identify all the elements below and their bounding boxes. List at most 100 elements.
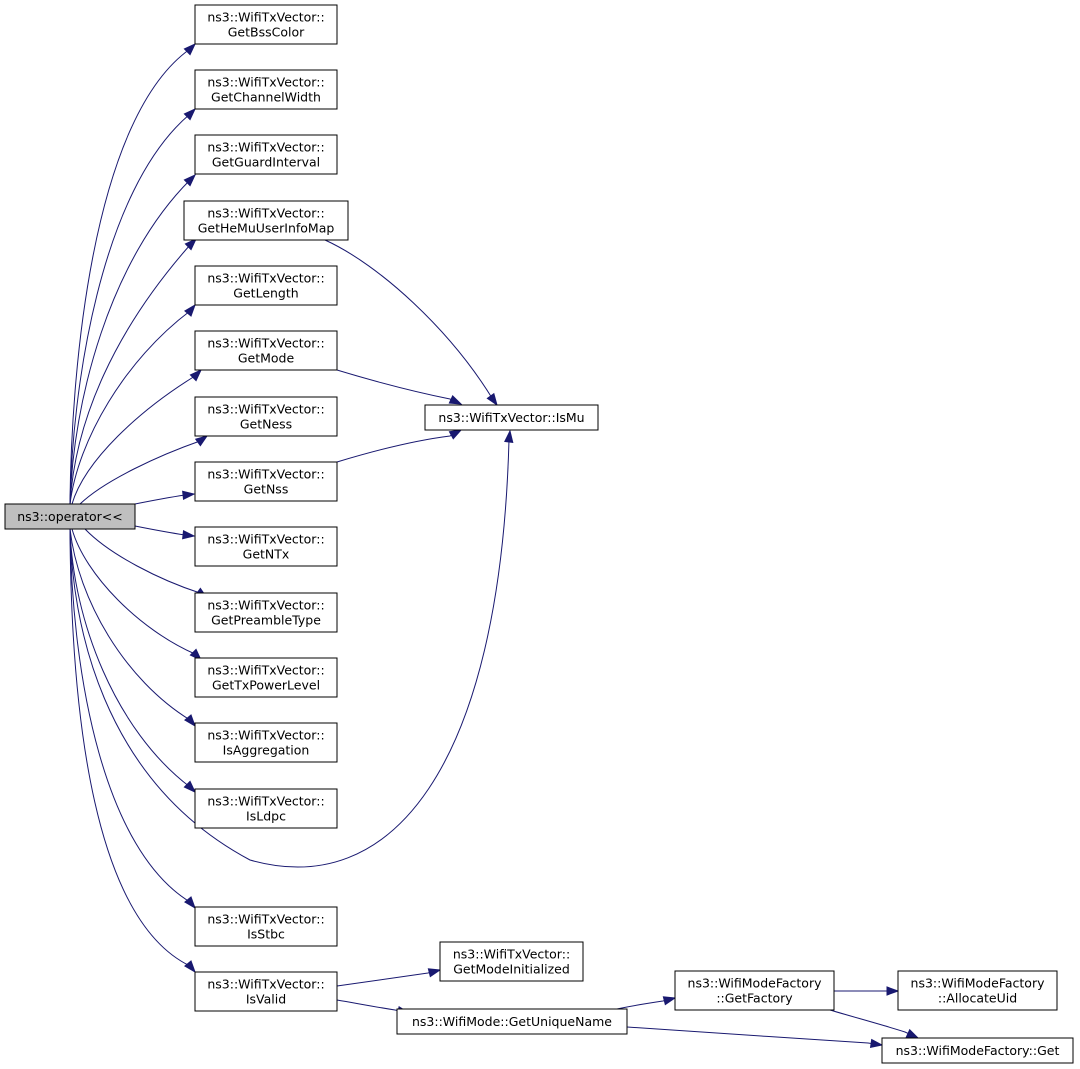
node-getNess[interactable]: ns3::WifiTxVector::GetNess xyxy=(194,396,338,437)
node-getGuardInterval[interactable]: ns3::WifiTxVector::GetGuardInterval xyxy=(194,134,338,175)
node-getHeMuUserInfoMap[interactable]: ns3::WifiTxVector::GetHeMuUserInfoMap xyxy=(183,200,349,241)
node-box[interactable] xyxy=(194,134,338,175)
node-label: ns3::WifiTxVector:: xyxy=(207,140,324,155)
arrowhead xyxy=(905,1028,920,1039)
node-label: ns3::WifiTxVector:: xyxy=(207,532,324,547)
node-box[interactable] xyxy=(194,788,338,829)
node-label: IsValid xyxy=(246,992,286,1007)
edge-operator-to-getHeMuUserInfoMap xyxy=(69,237,198,505)
arrowhead xyxy=(183,780,197,794)
node-getBssColor[interactable]: ns3::WifiTxVector::GetBssColor xyxy=(194,4,338,45)
node-allocateUid[interactable]: ns3::WifiModeFactory::AllocateUid xyxy=(897,970,1058,1011)
node-label: ns3::WifiTxVector:: xyxy=(207,977,324,992)
edge-operator-to-isValid xyxy=(69,528,196,974)
node-getModeInitialized[interactable]: ns3::WifiTxVector::GetModeInitialized xyxy=(439,941,584,982)
node-box[interactable] xyxy=(424,404,599,431)
node-box[interactable] xyxy=(396,1008,628,1035)
node-label: GetModeInitialized xyxy=(453,962,570,977)
node-label: IsAggregation xyxy=(223,743,310,758)
node-getUniqueName[interactable]: ns3::WifiMode::GetUniqueName xyxy=(396,1008,628,1035)
edge-operator-to-isLdpc xyxy=(69,528,197,794)
node-box[interactable] xyxy=(194,526,338,567)
node-isLdpc[interactable]: ns3::WifiTxVector::IsLdpc xyxy=(194,788,338,829)
node-label: ns3::WifiTxVector:: xyxy=(207,794,324,809)
node-getPreambleType[interactable]: ns3::WifiTxVector::GetPreambleType xyxy=(194,592,338,633)
node-label: GetNTx xyxy=(243,547,290,562)
edge-getUniqueName-to-factoryGet xyxy=(626,1026,884,1049)
edge-line xyxy=(336,999,400,1012)
node-box[interactable] xyxy=(194,657,338,698)
edge-operator-to-getPreambleType xyxy=(84,528,209,599)
node-label: GetNss xyxy=(244,482,289,497)
edge-operator-to-getNTx xyxy=(134,525,196,540)
arrowhead xyxy=(184,303,196,317)
edge-line xyxy=(79,440,201,505)
nodes-layer: ns3::operator<< ns3::WifiTxVector::GetBss… xyxy=(4,4,1074,1064)
arrowhead xyxy=(504,429,514,443)
node-getFactory[interactable]: ns3::WifiModeFactory::GetFactory xyxy=(674,970,835,1011)
edge-line xyxy=(69,528,191,721)
edge-line xyxy=(69,113,191,505)
node-label: ns3::operator<< xyxy=(17,509,123,524)
node-label: GetHeMuUserInfoMap xyxy=(198,221,335,236)
node-box[interactable] xyxy=(194,461,338,502)
node-getNTx[interactable]: ns3::WifiTxVector::GetNTx xyxy=(194,526,338,567)
node-box[interactable] xyxy=(897,970,1058,1011)
node-isMu[interactable]: ns3::WifiTxVector::IsMu xyxy=(424,404,599,431)
node-box[interactable] xyxy=(194,396,338,437)
node-label: ns3::WifiTxVector:: xyxy=(207,402,324,417)
node-box[interactable] xyxy=(194,906,338,947)
edge-getMode-to-isMu xyxy=(336,369,463,405)
node-box[interactable] xyxy=(194,69,338,110)
node-label: GetChannelWidth xyxy=(211,90,321,105)
edge-line xyxy=(69,439,510,868)
edge-operator-to-getLength xyxy=(69,303,196,505)
node-getTxPowerLevel[interactable]: ns3::WifiTxVector::GetTxPowerLevel xyxy=(194,657,338,698)
node-box[interactable] xyxy=(194,722,338,763)
node-getMode[interactable]: ns3::WifiTxVector::GetMode xyxy=(194,330,338,371)
node-label: ns3::WifiTxVector:: xyxy=(207,10,324,25)
edge-line xyxy=(324,239,493,399)
arrowhead xyxy=(189,368,203,382)
edges-layer xyxy=(69,42,920,1049)
node-box[interactable] xyxy=(4,503,136,530)
node-label: ns3::WifiTxVector:: xyxy=(207,75,324,90)
arrowhead xyxy=(869,1038,884,1049)
node-label: ns3::WifiTxVector:: xyxy=(207,271,324,286)
arrowhead xyxy=(184,714,196,728)
node-box[interactable] xyxy=(194,592,338,633)
arrowhead xyxy=(486,392,498,407)
node-isValid[interactable]: ns3::WifiTxVector::IsValid xyxy=(194,971,338,1012)
node-box[interactable] xyxy=(674,970,835,1011)
node-box[interactable] xyxy=(881,1037,1074,1064)
node-label: GetLength xyxy=(233,286,298,301)
node-box[interactable] xyxy=(439,941,584,982)
edge-line xyxy=(69,244,191,505)
node-label: ns3::WifiTxVector:: xyxy=(453,947,570,962)
node-getNss[interactable]: ns3::WifiTxVector::GetNss xyxy=(194,461,338,502)
node-box[interactable] xyxy=(183,200,349,241)
node-isStbc[interactable]: ns3::WifiTxVector::IsStbc xyxy=(194,906,338,947)
node-label: ns3::WifiTxVector:: xyxy=(207,728,324,743)
node-box[interactable] xyxy=(194,971,338,1012)
node-box[interactable] xyxy=(194,4,338,45)
edge-operator-to-getBssColor xyxy=(69,42,197,505)
edge-line xyxy=(71,375,196,505)
edge-getNss-to-isMu xyxy=(336,429,463,463)
node-factoryGet[interactable]: ns3::WifiModeFactory::Get xyxy=(881,1037,1074,1064)
arrowhead xyxy=(662,996,677,1006)
edge-line xyxy=(69,528,191,967)
arrowhead xyxy=(448,429,463,440)
edge-operator-to-getGuardInterval xyxy=(69,173,197,505)
node-box[interactable] xyxy=(194,265,338,306)
node-getChannelWidth[interactable]: ns3::WifiTxVector::GetChannelWidth xyxy=(194,69,338,110)
node-label: GetNess xyxy=(240,417,292,432)
node-operator[interactable]: ns3::operator<< xyxy=(4,503,136,530)
node-box[interactable] xyxy=(194,330,338,371)
edge-line xyxy=(336,971,431,987)
edge-operator-to-getChannelWidth xyxy=(69,107,197,505)
node-getLength[interactable]: ns3::WifiTxVector::GetLength xyxy=(194,265,338,306)
node-isAggregation[interactable]: ns3::WifiTxVector::IsAggregation xyxy=(194,722,338,763)
edge-operator-to-isMu xyxy=(69,429,514,868)
